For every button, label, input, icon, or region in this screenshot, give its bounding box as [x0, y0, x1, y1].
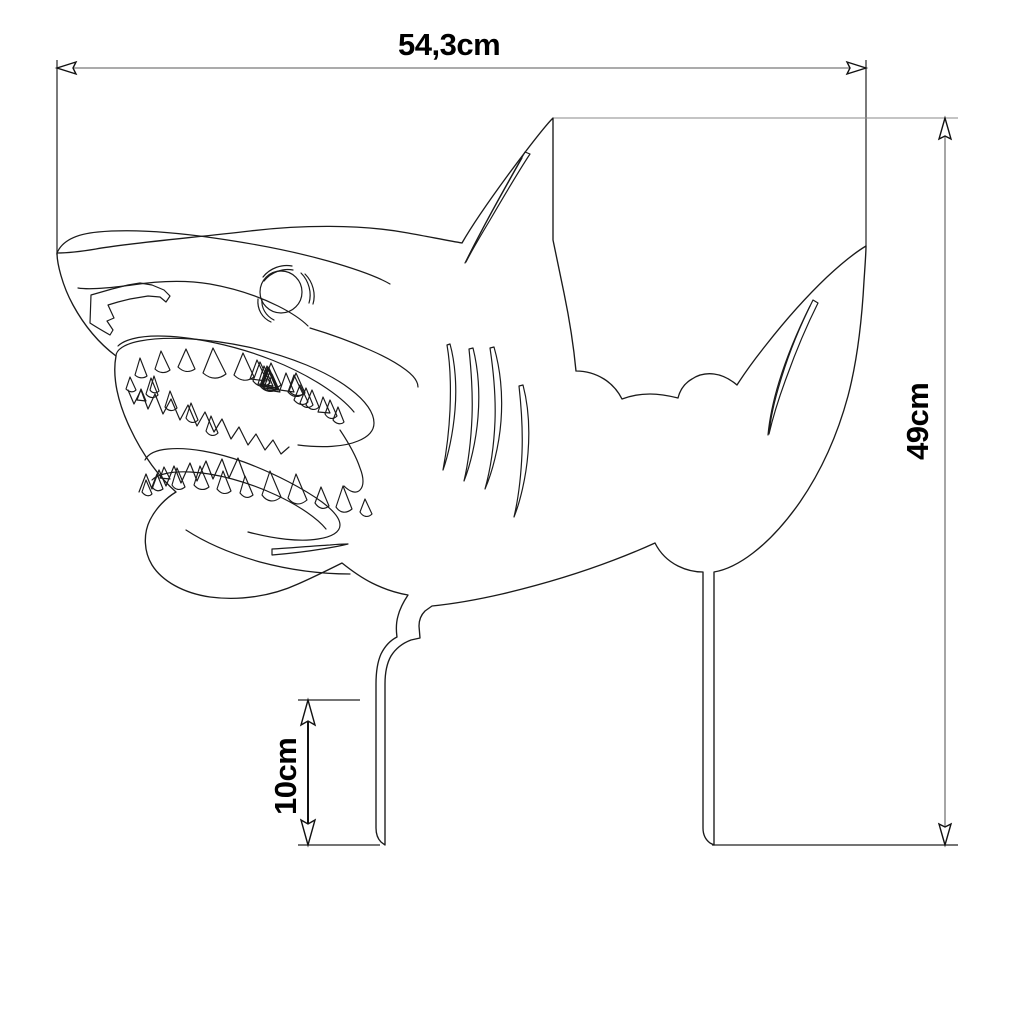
tooth [185, 402, 199, 424]
nostril-notch [89, 282, 171, 336]
snout-contour [77, 280, 309, 327]
eye-arc-right-2 [304, 273, 315, 305]
tooth [134, 357, 148, 379]
tooth [317, 396, 331, 414]
extension-lines [56, 60, 958, 846]
mouth-corner-line [339, 429, 364, 493]
pectoral-fin-slit [271, 543, 349, 556]
gill-slit [484, 346, 503, 490]
tooth [266, 373, 281, 393]
stake-dimension-group [299, 697, 317, 848]
tooth [261, 470, 282, 502]
tooth [335, 485, 353, 513]
width-dimension-label: 54,3cm [398, 27, 501, 62]
lower-teeth-row [138, 457, 373, 518]
tooth [177, 348, 196, 373]
stake-arrow-top [299, 697, 317, 727]
height-arrow-top [937, 115, 953, 141]
tooth [279, 372, 295, 393]
stake-arrow-bottom [299, 818, 317, 848]
width-arrow-left [54, 60, 78, 76]
shark-body-outline [56, 117, 867, 846]
width-dimension-group [54, 60, 869, 76]
upper-inner-teeth [127, 377, 290, 455]
upper-teeth-rear [125, 359, 345, 425]
tail-fin-slit [768, 299, 819, 435]
eye-arc-top [262, 264, 293, 278]
tooth [359, 498, 373, 518]
tooth [159, 466, 171, 480]
mouth-inner-lower [151, 471, 327, 530]
tooth [216, 470, 232, 495]
fin-detail-cuts [271, 151, 819, 556]
dorsal-fin-slit-2 [464, 157, 523, 264]
tooth [249, 359, 268, 382]
gill-slit [463, 347, 480, 482]
tooth [149, 375, 160, 394]
tooth [154, 350, 171, 374]
stake-dimension-label: 10cm [268, 737, 303, 815]
tooth [193, 465, 210, 491]
tooth [205, 415, 219, 437]
tooth [314, 486, 330, 509]
tooth [305, 389, 320, 411]
tooth [125, 376, 137, 393]
eye-arc-top-2 [263, 268, 294, 282]
tooth [164, 390, 178, 412]
tooth [263, 370, 279, 391]
shark-mouth-group [77, 280, 375, 541]
eye-arc-left-2 [257, 298, 272, 323]
tooth [332, 406, 345, 425]
mouth-inner-upper [117, 335, 355, 413]
eye-arc-left [261, 298, 275, 321]
shark-eye-group [257, 264, 315, 323]
tooth [287, 473, 308, 505]
throat-contour [185, 529, 351, 575]
gill-slit [513, 384, 530, 518]
tail-fin-slit-2 [767, 305, 811, 436]
tooth [141, 479, 153, 497]
tooth [252, 361, 271, 387]
upper-teeth-back [252, 361, 314, 409]
upper-jaw-line [115, 337, 375, 448]
gill-slits-group [442, 343, 530, 518]
tooth [239, 475, 254, 499]
tooth [145, 377, 159, 399]
cheek-contour [309, 327, 419, 388]
tooth [136, 388, 147, 402]
shark-silhouette-path [56, 117, 867, 846]
lower-jaw-sawline [138, 457, 246, 493]
tooth [324, 399, 338, 420]
head-top-contour [56, 230, 391, 285]
tooth [151, 473, 164, 492]
dorsal-fin-slit [465, 151, 531, 263]
inner-jaw-sawline [127, 389, 290, 455]
tooth [288, 372, 306, 397]
eye-arc-right [300, 272, 311, 304]
body-contour-detail [56, 230, 419, 575]
width-arrow-right [845, 60, 869, 76]
lower-jaw-line [144, 447, 341, 541]
tooth [293, 384, 309, 406]
height-dimension-label: 49cm [900, 382, 935, 460]
height-dimension-group [937, 115, 953, 848]
tooth [202, 347, 227, 379]
gill-slit [442, 343, 457, 471]
height-arrow-bottom [937, 822, 953, 848]
eye-circle [259, 270, 303, 314]
tooth [171, 467, 186, 491]
